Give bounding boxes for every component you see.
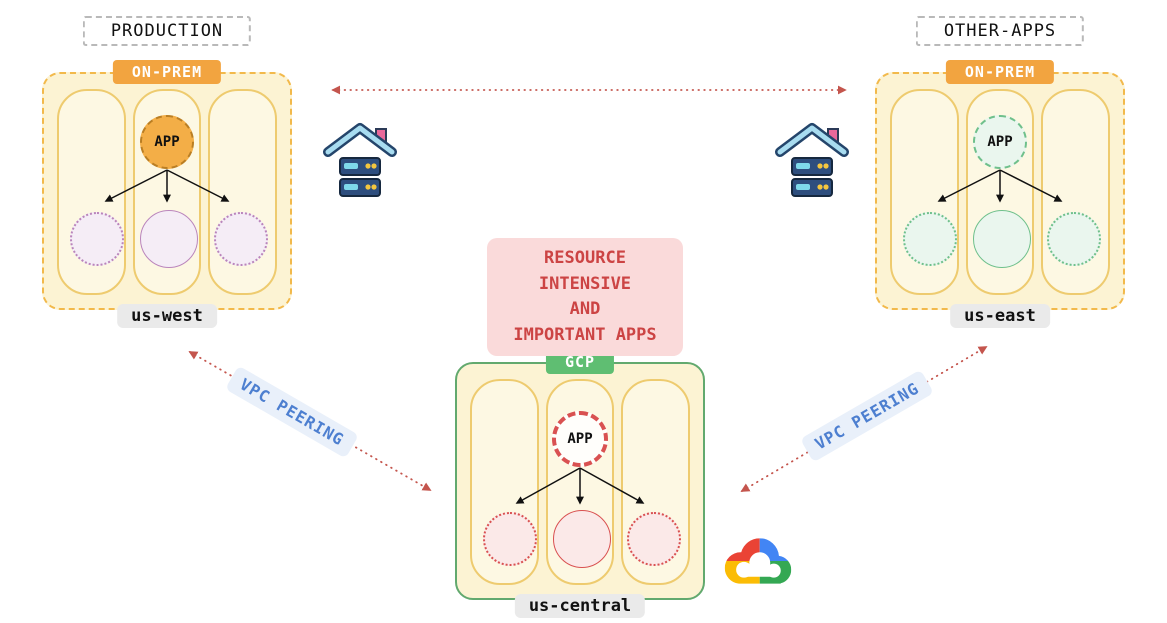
primary-node (553, 510, 611, 568)
other-apps-title: OTHER-APPS (915, 16, 1085, 46)
replica-node (483, 512, 537, 566)
replica-node (627, 512, 681, 566)
app-node-us-central: APP (552, 411, 608, 467)
primary-node (140, 210, 198, 268)
google-cloud-icon (714, 526, 802, 596)
app-node-us-east: APP (973, 115, 1027, 169)
app-node-us-west: APP (140, 115, 194, 169)
on-prem-badge-left: ON-PREM (112, 60, 222, 84)
home-server-icon (320, 116, 400, 202)
replica-node (214, 212, 268, 266)
resource-intensive-callout: RESOURCE INTENSIVE AND IMPORTANT APPS (487, 238, 683, 356)
region-label-us-west: us-west (117, 304, 217, 328)
on-prem-badge-right: ON-PREM (945, 60, 1055, 84)
replica-node (903, 212, 957, 266)
region-label-us-central: us-central (514, 594, 646, 618)
production-title: PRODUCTION (82, 16, 252, 46)
vpc-peering-label-right: VPC PEERING (800, 369, 934, 463)
primary-node (973, 210, 1031, 268)
home-server-icon (772, 116, 852, 202)
replica-node (70, 212, 124, 266)
us-west-zone: APP ON-PREM us-west (42, 60, 292, 328)
replica-node (1047, 212, 1101, 266)
vpc-peering-label-left: VPC PEERING (225, 365, 359, 459)
us-central-zone: APP GCP us-central (455, 350, 705, 618)
us-east-zone: APP ON-PREM us-east (875, 60, 1125, 328)
region-label-us-east: us-east (950, 304, 1050, 328)
rack-columns (890, 89, 1111, 295)
